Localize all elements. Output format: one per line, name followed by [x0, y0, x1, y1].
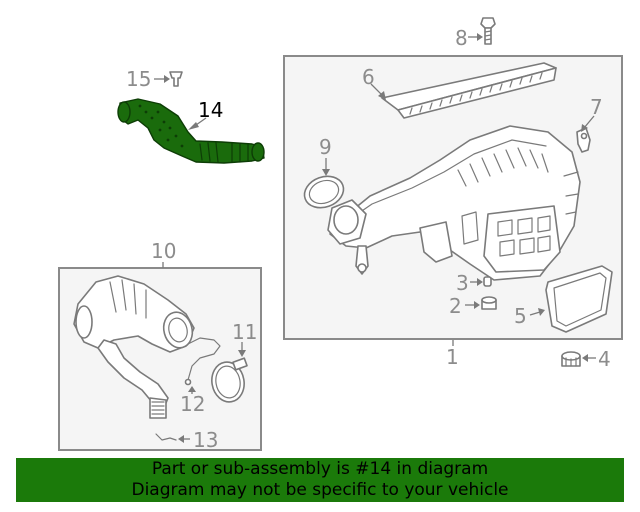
part-14-intake-duct[interactable] — [117, 98, 265, 164]
callout-9: 9 — [319, 135, 332, 159]
part-10-intake-duct-assembly[interactable] — [73, 275, 196, 419]
banner-line-2: Diagram may not be specific to your vehi… — [131, 480, 509, 500]
part-11-hose-clamp[interactable] — [209, 357, 248, 404]
info-banner: Part or sub-assembly is #14 in diagram D… — [16, 458, 624, 502]
callout-13: 13 — [193, 428, 218, 452]
callout-15: 15 — [126, 67, 151, 91]
part-13-hose-clip[interactable] — [155, 433, 177, 441]
part-3-grommet[interactable] — [483, 276, 492, 287]
part-2-bushing[interactable] — [481, 296, 497, 310]
callout-4: 4 — [598, 347, 611, 371]
callout-11: 11 — [232, 320, 257, 344]
callout-10: 10 — [151, 239, 176, 263]
part-5-gasket[interactable] — [545, 265, 613, 333]
callout-6: 6 — [362, 65, 375, 89]
callout-12: 12 — [180, 392, 205, 416]
part-8-bolt[interactable] — [480, 17, 496, 45]
callout-3: 3 — [456, 271, 469, 295]
banner-line-1: Part or sub-assembly is #14 in diagram — [151, 459, 489, 479]
air-cleaner-housing[interactable] — [327, 125, 581, 281]
part-4-cap[interactable] — [561, 351, 581, 367]
callout-14: 14 — [198, 98, 223, 122]
part-9-seal-ring[interactable] — [300, 171, 348, 213]
callout-5: 5 — [514, 304, 527, 328]
callout-2: 2 — [449, 294, 462, 318]
callout-8: 8 — [455, 26, 468, 50]
part-6-air-filter[interactable] — [381, 62, 557, 119]
part-15-clip[interactable] — [169, 71, 183, 87]
part-12-bracket[interactable] — [184, 337, 221, 386]
callout-1: 1 — [446, 345, 459, 369]
callout-7: 7 — [590, 95, 603, 119]
part-7-sensor[interactable] — [576, 127, 591, 153]
